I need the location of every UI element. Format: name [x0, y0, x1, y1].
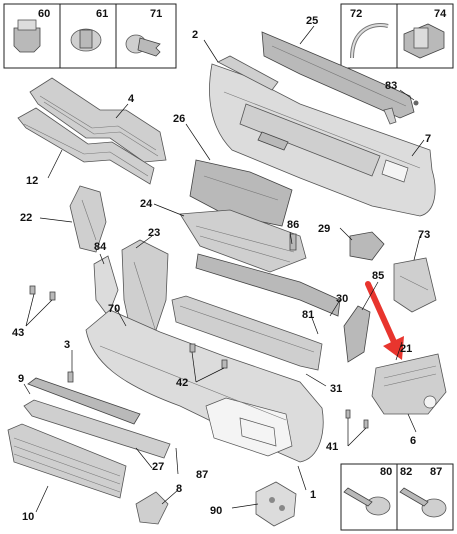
clip-86 — [289, 233, 297, 251]
leader-lines — [23, 25, 425, 513]
label-90: 90 — [210, 505, 222, 517]
callouts: 2 25 83 7 4 12 26 24 22 84 23 86 29 73 8… — [12, 15, 431, 523]
mount-85 — [343, 305, 371, 363]
label-43: 43 — [12, 327, 24, 339]
label-71: 71 — [150, 8, 162, 20]
label-26: 26 — [173, 113, 185, 125]
label-60: 60 — [38, 8, 50, 20]
upper-grille-4 — [29, 77, 167, 163]
label-4: 4 — [128, 93, 135, 105]
label-24: 24 — [140, 198, 153, 210]
lower-grille-10 — [7, 423, 127, 499]
lower-trim-27 — [23, 399, 171, 459]
label-30: 30 — [336, 293, 348, 305]
label-80: 80 — [380, 466, 392, 478]
label-22: 22 — [20, 212, 32, 224]
label-85: 85 — [372, 270, 384, 282]
label-61: 61 — [96, 8, 108, 20]
headlamp-support-84 — [93, 255, 119, 317]
lower-bumper-cover-1 — [85, 309, 324, 463]
trim-strip-9 — [27, 377, 141, 425]
inset-box-74: 74 — [396, 3, 454, 69]
label-21: 21 — [400, 343, 412, 355]
upper-bumper-cover-2 — [209, 55, 436, 217]
side-bracket-22 — [69, 185, 107, 253]
inset-box-60: 60 — [3, 3, 61, 69]
label-87-box: 87 — [430, 466, 442, 478]
clips-41 — [345, 409, 369, 429]
corner-cap-8 — [135, 491, 169, 525]
label-8: 8 — [176, 483, 182, 495]
upper-reinforcement-25 — [261, 31, 419, 125]
label-81: 81 — [302, 309, 314, 321]
label-6: 6 — [410, 435, 416, 447]
air-deflector-26 — [189, 159, 293, 227]
absorber-81 — [171, 295, 323, 371]
label-84: 84 — [94, 241, 107, 253]
inset-box-72: 72 — [340, 3, 398, 69]
label-23: 23 — [148, 227, 160, 239]
fog-grille-6 — [371, 353, 447, 415]
lower-grille-12 — [17, 107, 155, 185]
inset-box-71: 71 — [115, 3, 177, 69]
label-2: 2 — [192, 29, 198, 41]
clips-42 — [189, 343, 228, 369]
label-41: 41 — [326, 441, 338, 453]
clips-43 — [29, 285, 56, 301]
label-73: 73 — [418, 229, 430, 241]
label-10: 10 — [22, 511, 34, 523]
lower-shield-24 — [179, 209, 307, 273]
label-12: 12 — [26, 175, 38, 187]
label-82: 82 — [400, 466, 412, 478]
highlight-arrow — [365, 281, 404, 360]
clip-3 — [67, 371, 74, 383]
label-42: 42 — [176, 377, 188, 389]
bracket-73 — [393, 257, 437, 313]
inset-box-61: 61 — [59, 3, 117, 69]
label-83: 83 — [385, 80, 397, 92]
label-29: 29 — [318, 223, 330, 235]
label-86: 86 — [287, 219, 299, 231]
fastener-pack-90 — [255, 481, 297, 527]
label-27: 27 — [152, 461, 164, 473]
sensor-bracket-29 — [349, 231, 385, 261]
label-1: 1 — [310, 489, 316, 501]
inset-box-80: 80 — [340, 463, 398, 531]
label-7: 7 — [425, 133, 431, 145]
bumper-beam-30 — [195, 253, 341, 317]
label-25: 25 — [306, 15, 318, 27]
label-3: 3 — [64, 339, 70, 351]
label-70: 70 — [108, 303, 120, 315]
label-74: 74 — [434, 8, 447, 20]
label-87: 87 — [196, 469, 208, 481]
label-9: 9 — [18, 373, 24, 385]
inset-box-82-87: 82 87 — [396, 463, 454, 531]
label-72: 72 — [350, 8, 362, 20]
label-31: 31 — [330, 383, 342, 395]
